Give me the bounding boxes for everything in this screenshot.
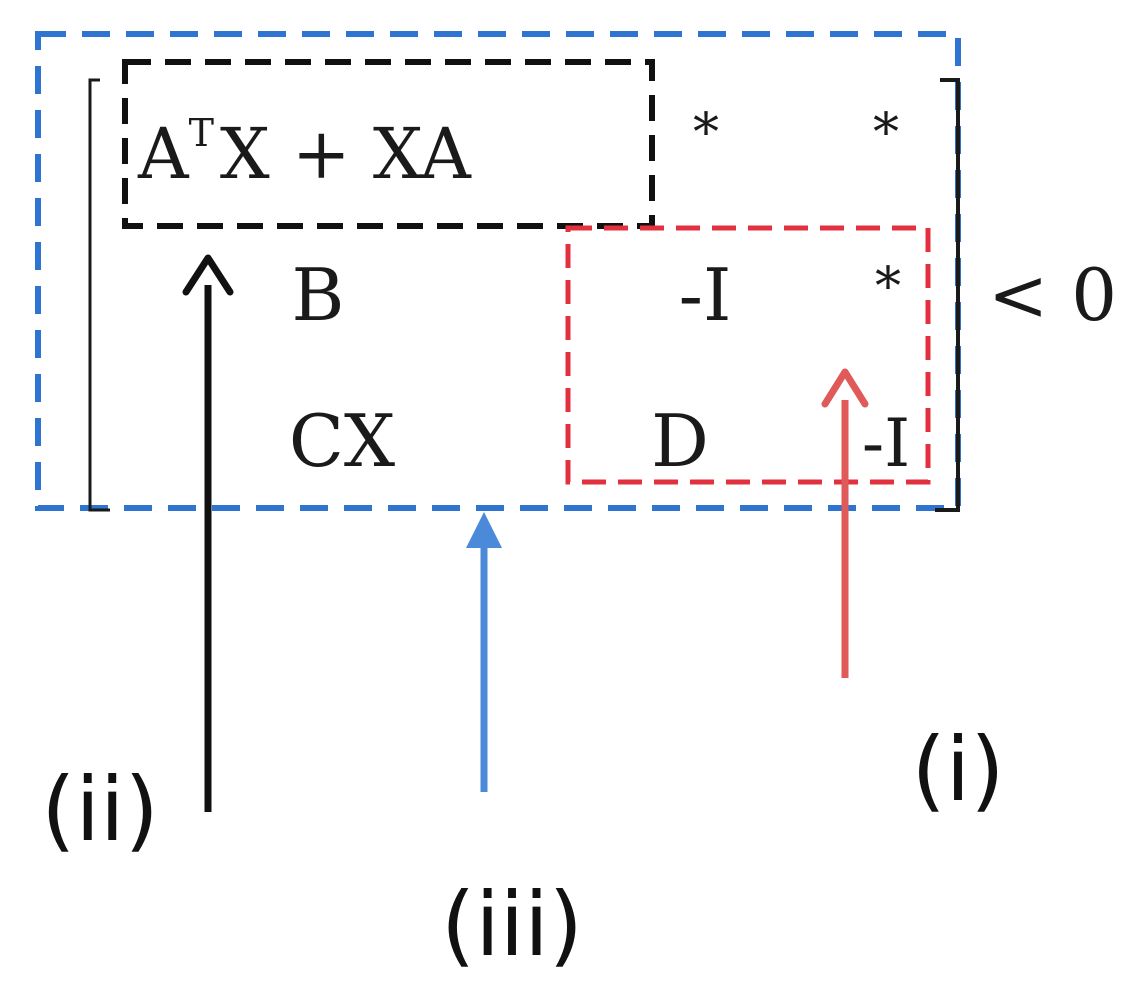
entry-r3c3: -I: [862, 405, 910, 482]
blue-dashed-box: [35, 31, 961, 511]
label-ii: (ii): [41, 758, 159, 861]
red-arrow: [821, 368, 869, 678]
black-arrow: [182, 254, 234, 812]
entry-r2c3: *: [875, 257, 901, 317]
right-bracket: [935, 78, 960, 512]
entry-cx: CX: [289, 399, 395, 483]
less-than-zero: < 0: [988, 253, 1117, 337]
entry-r2c2: -I: [679, 253, 732, 337]
entry-b: B: [292, 253, 345, 337]
entry-d: D: [651, 399, 709, 483]
red-dashed-box: [565, 225, 931, 485]
entry-a-transpose: ATX + XA: [137, 111, 472, 195]
entry-r1c2: *: [693, 103, 719, 163]
label-iii: (iii): [441, 873, 583, 976]
entry-r1c3: *: [873, 103, 899, 163]
left-bracket: [88, 78, 110, 512]
blue-arrow: [466, 512, 502, 792]
label-i: (i): [911, 718, 1004, 821]
